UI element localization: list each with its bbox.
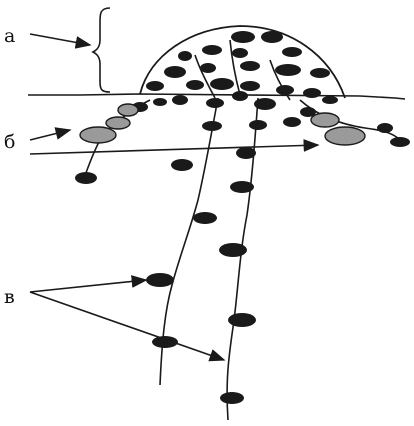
- thread-inner-2: [195, 55, 215, 98]
- label-b: б: [4, 131, 15, 153]
- arrow-b-long: [30, 145, 318, 154]
- arrow-v-bottom: [30, 292, 224, 360]
- arrow-b-top: [30, 130, 70, 140]
- arrow-v-top: [30, 280, 146, 292]
- arrow-a: [30, 34, 90, 45]
- label-a: а: [4, 25, 15, 47]
- label-v: в: [4, 286, 15, 308]
- arrows: [30, 34, 318, 360]
- brace-a: [93, 8, 110, 92]
- grey-blobs: [80, 104, 365, 145]
- mound-blobs: [146, 31, 338, 110]
